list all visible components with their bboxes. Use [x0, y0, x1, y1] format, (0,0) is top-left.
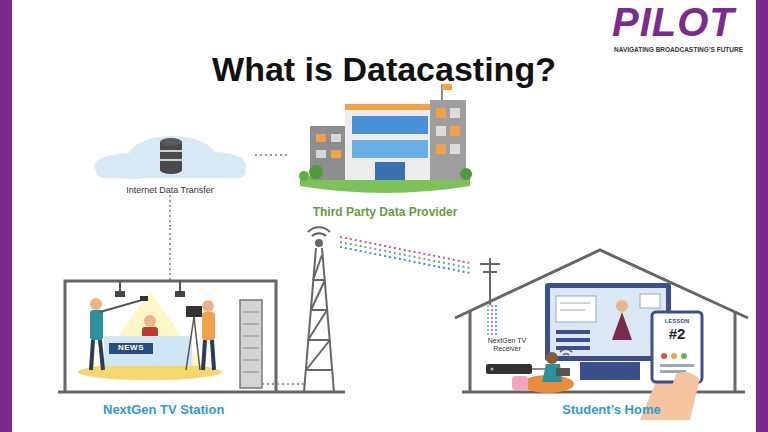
data-link: [255, 154, 290, 156]
cloud-icon: [94, 136, 246, 179]
tablet-number: #2: [654, 326, 700, 341]
node-label: NextGen TV Station: [103, 403, 224, 418]
node-label: Internet Data Transfer: [126, 185, 214, 195]
cloud-node: Internet Data Transfer: [85, 126, 255, 195]
receiver-node: NextGen TV Receiver: [476, 337, 538, 363]
station-node: NextGen TV Station: [55, 228, 340, 418]
node-label: Student’s Home: [562, 403, 660, 418]
logo-tagline: NAVIGATING BROADCASTING’S FUTURE: [614, 47, 744, 54]
broadcast-signal: [340, 242, 470, 268]
side-bar: [756, 0, 768, 432]
tv-station: [58, 281, 345, 392]
data-link: [169, 195, 171, 228]
office-building: [299, 84, 472, 193]
diagram-title: What is Datacasting?: [0, 50, 768, 89]
node-label: Third Party Data Provider: [313, 206, 458, 220]
tablet-heading: LESSON: [654, 318, 700, 324]
signal-line: [340, 247, 470, 273]
broadcast-tower: [304, 227, 334, 392]
node-label: NextGen TV Receiver: [484, 337, 530, 353]
provider-node: Third Party Data Provider: [290, 84, 480, 220]
desk-sign: NEWS: [109, 344, 153, 352]
side-bar: [0, 0, 12, 432]
house: [455, 250, 748, 420]
logo-text: PILOT: [612, 2, 742, 42]
data-line: [169, 228, 171, 280]
home-node: Student’s Home NextGen TV Receiver: [470, 240, 753, 418]
